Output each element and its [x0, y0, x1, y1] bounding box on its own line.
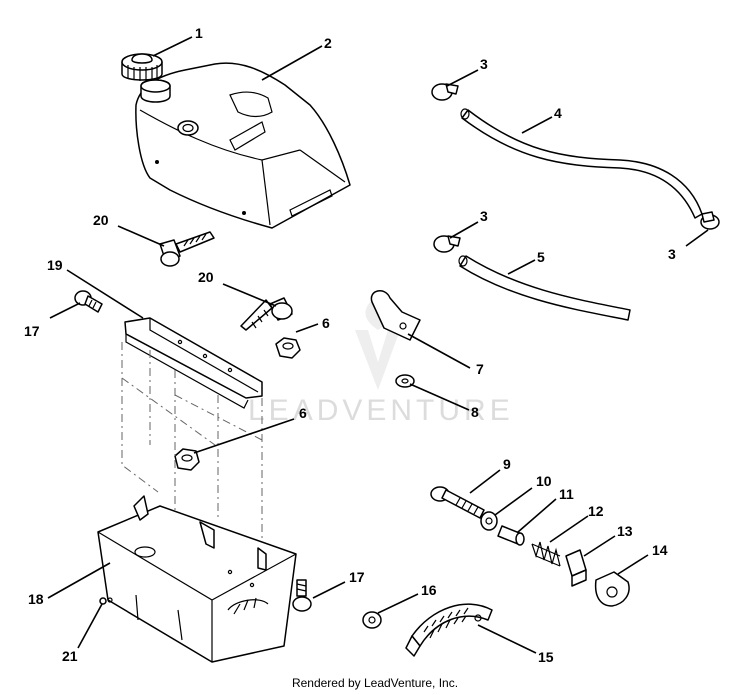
callout-4: 4	[554, 105, 562, 121]
footer-credit: Rendered by LeadVenture, Inc.	[291, 676, 459, 690]
spacer-11	[497, 525, 525, 546]
knob-13	[565, 549, 587, 587]
callout-8: 8	[471, 404, 479, 420]
nut-16	[362, 611, 382, 629]
callout-3c: 3	[668, 246, 676, 262]
callout-15: 15	[538, 649, 554, 665]
nut-6a	[275, 337, 301, 359]
washer-10	[480, 511, 498, 531]
callout-1: 1	[195, 25, 203, 41]
callout-6a: 6	[322, 315, 330, 331]
callout-3a: 3	[480, 56, 488, 72]
quadrant-plate-15	[405, 603, 493, 657]
screw-20a	[159, 231, 215, 267]
screw-20b	[240, 297, 293, 331]
callout-6b: 6	[299, 405, 307, 421]
lever-14	[594, 571, 630, 607]
callout-20b: 20	[198, 269, 214, 285]
callout-3b: 3	[480, 208, 488, 224]
callout-11: 11	[559, 486, 574, 502]
hose-clamp-3b	[433, 235, 461, 253]
callout-9: 9	[503, 456, 511, 472]
nut-6b	[174, 448, 200, 471]
lower-housing	[97, 495, 297, 663]
washer-8	[395, 374, 415, 388]
hose-clip-7	[370, 290, 421, 341]
leader-lines	[47, 36, 709, 654]
callout-5: 5	[537, 249, 545, 265]
callout-21: 21	[62, 648, 78, 664]
callout-17a: 17	[24, 323, 40, 339]
callout-16: 16	[421, 582, 437, 598]
callout-19: 19	[47, 257, 63, 273]
callout-labels: 1 2 3 4 3 3 5 20 20 19 17 6 7 8 6 9 10 1…	[24, 25, 676, 665]
callout-13: 13	[617, 523, 633, 539]
bolt-9	[430, 486, 485, 519]
callout-17b: 17	[349, 569, 365, 585]
bolt-17a	[74, 290, 103, 313]
fuel-hose-4	[460, 108, 703, 219]
callout-10: 10	[536, 473, 552, 489]
rivet-21	[99, 597, 107, 605]
fuel-cap	[121, 53, 163, 81]
callout-2: 2	[324, 35, 332, 51]
callout-18: 18	[28, 591, 44, 607]
spring-12	[531, 541, 561, 567]
callout-14: 14	[652, 542, 668, 558]
hose-clamp-3c	[700, 211, 720, 230]
bolt-17b	[292, 579, 312, 612]
fuel-tank	[135, 62, 351, 229]
callout-20a: 20	[93, 212, 109, 228]
tank-bracket	[124, 317, 263, 409]
fuel-hose-5	[458, 255, 631, 321]
callout-7: 7	[476, 361, 484, 377]
assembly-guide-lines	[121, 342, 263, 550]
callout-12: 12	[588, 503, 604, 519]
hose-clamp-3a	[431, 83, 459, 101]
watermark-text: LEADVENTURE	[248, 394, 514, 427]
